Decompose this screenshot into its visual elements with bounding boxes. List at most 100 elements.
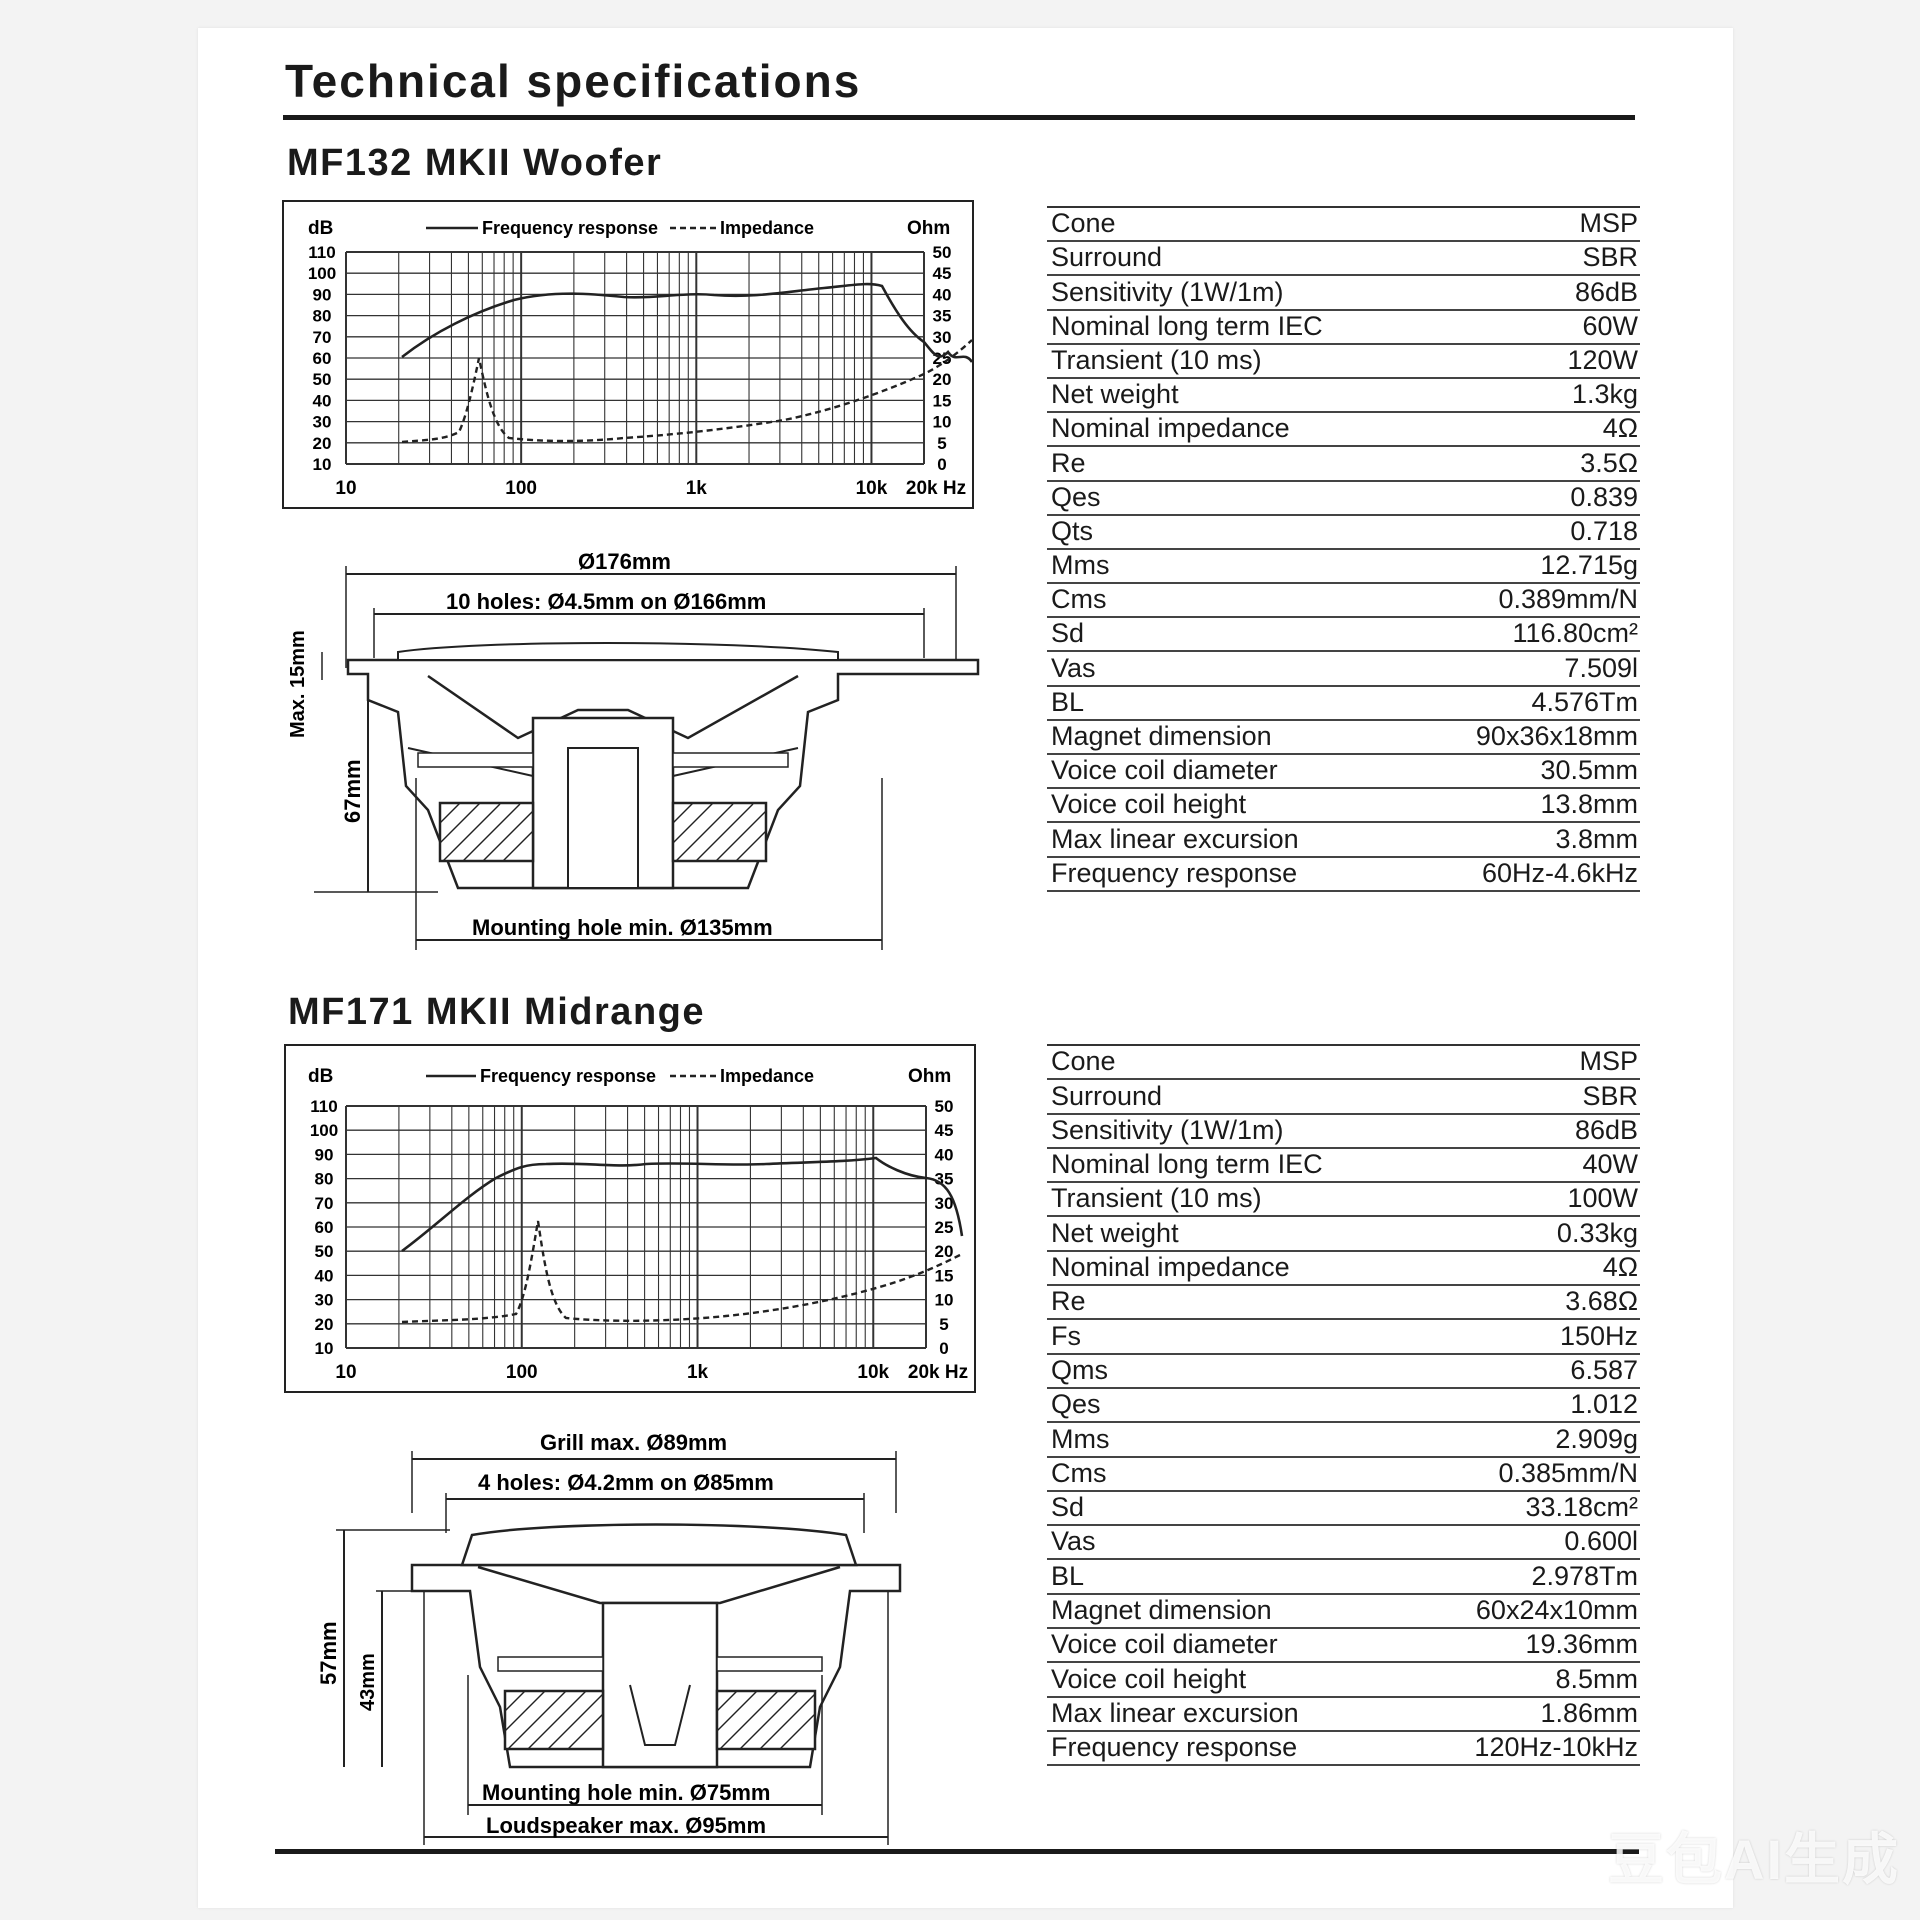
woofer-response-graph: dB Ohm Frequency response Impedance 1101… [308, 218, 972, 499]
spec-label: Re [1051, 447, 1086, 478]
spec-label: Transient (10 ms) [1051, 344, 1262, 375]
spec-value: 40W [1582, 1149, 1638, 1180]
spec-value: 2.909g [1555, 1423, 1638, 1454]
spec-label: Qes [1051, 1389, 1101, 1420]
spec-label: Fs [1051, 1320, 1081, 1351]
spec-value: 100W [1567, 1183, 1638, 1214]
spec-label: Cms [1051, 1457, 1107, 1488]
spec-value: 12.715g [1540, 550, 1638, 581]
spec-value: 3.68Ω [1565, 1286, 1638, 1317]
spec-value: MSP [1579, 1046, 1638, 1077]
spec-label: Max linear excursion [1051, 1697, 1299, 1728]
spec-row: Transient (10 ms)100W [1047, 1183, 1640, 1218]
spec-row: Voice coil diameter 30.5mm [1047, 755, 1640, 790]
spec-value: 8.5mm [1555, 1663, 1638, 1694]
right-tick-label: 15 [935, 1266, 954, 1285]
midrange-mount-dim: Mounting hole min. Ø75mm [482, 1780, 770, 1805]
spec-label: Cone [1051, 1046, 1116, 1077]
woofer-dimension-drawing: Ø176mm 10 holes: Ø4.5mm on Ø166mm Max. 1… [287, 549, 980, 950]
spec-value: 30.5mm [1540, 755, 1638, 786]
spec-label: Surround [1051, 242, 1163, 273]
spec-row: Sensitivity (1W/1m)86dB [1047, 1115, 1640, 1149]
legend-frequency: Frequency response [480, 1066, 656, 1086]
left-tick-label: 30 [313, 413, 332, 432]
x-tick-label: 10 [335, 478, 356, 499]
legend-impedance: Impedance [720, 1066, 814, 1086]
spec-value: 1.012 [1570, 1389, 1638, 1420]
spec-value: 1.86mm [1540, 1697, 1638, 1728]
left-tick-label: 110 [308, 243, 335, 262]
midrange-response-graph: dB Ohm Frequency response Impedance 1101… [308, 1066, 968, 1383]
x-tick-label: 20k Hz [906, 478, 966, 499]
left-tick-label: 40 [315, 1266, 334, 1285]
left-tick-label: 70 [313, 328, 332, 347]
spec-value: 0.839 [1570, 481, 1638, 512]
spec-value: 116.80cm² [1512, 618, 1638, 649]
left-tick-label: 90 [315, 1145, 334, 1164]
right-tick-label: 50 [933, 243, 952, 262]
spec-label: Nominal impedance [1051, 413, 1290, 444]
left-tick-label: 80 [313, 307, 332, 326]
page-title: Technical specifications [285, 55, 862, 107]
right-tick-label: 0 [937, 455, 946, 474]
spec-label: Voice coil diameter [1051, 755, 1278, 786]
spec-label: Net weight [1051, 379, 1179, 410]
right-tick-label: 30 [935, 1194, 954, 1213]
midrange-height-inner: 43mm [357, 1653, 379, 1711]
ohm-unit-label: Ohm [907, 218, 950, 239]
bottom-rule [275, 1849, 1639, 1854]
spec-label: Frequency response [1051, 857, 1298, 888]
woofer-outer-dim: Ø176mm [578, 549, 671, 574]
left-tick-label: 70 [315, 1194, 334, 1213]
left-tick-label: 110 [310, 1097, 337, 1116]
spec-row: Mms 12.715g [1047, 550, 1640, 585]
spec-label: Max linear excursion [1051, 823, 1299, 854]
left-tick-label: 10 [313, 455, 332, 474]
spec-label: Mms [1051, 550, 1110, 581]
x-tick-label: 10k [857, 1362, 889, 1383]
right-tick-label: 40 [935, 1145, 954, 1164]
spec-value: 60x24x10mm [1475, 1595, 1638, 1626]
x-tick-label: 10 [335, 1362, 356, 1383]
spec-value: 0.385mm/N [1498, 1457, 1638, 1488]
spec-value: 120Hz-10kHz [1474, 1732, 1638, 1763]
right-tick-label: 20 [935, 1242, 954, 1261]
woofer-max-dim: Max. 15mm [287, 630, 309, 738]
chart-grid [345, 1105, 927, 1349]
spec-label: BL [1051, 686, 1085, 717]
impedance-curve [401, 1220, 963, 1324]
spec-value: 86dB [1574, 1114, 1638, 1145]
db-unit-label: dB [308, 218, 333, 239]
spec-label: Voice coil height [1051, 1663, 1247, 1694]
title-rule [283, 115, 1635, 120]
left-tick-label: 50 [313, 370, 332, 389]
spec-value: 4Ω [1602, 413, 1638, 444]
left-tick-label: 60 [315, 1218, 334, 1237]
spec-label: Vas [1051, 1526, 1096, 1557]
spec-label: Vas [1051, 652, 1096, 683]
spec-value: 3.8mm [1555, 823, 1638, 854]
right-tick-label: 50 [935, 1097, 954, 1116]
left-tick-label: 100 [308, 264, 336, 283]
spec-row: Sensitivity (1W/1m)86dB [1047, 276, 1640, 311]
left-tick-label: 10 [315, 1339, 334, 1358]
